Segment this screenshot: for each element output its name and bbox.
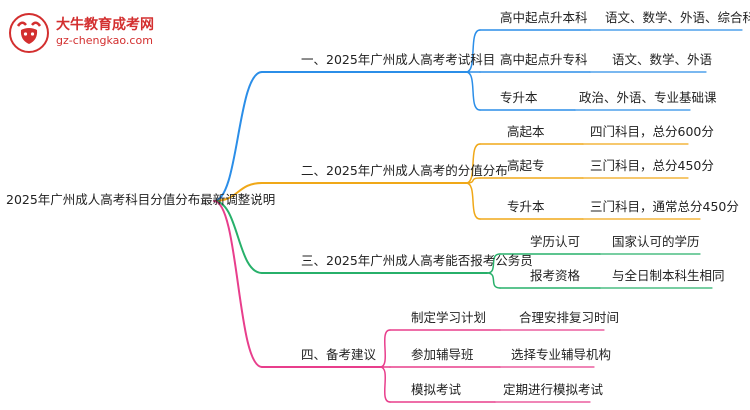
b2-child-2-label: 高起专 bbox=[507, 158, 545, 173]
b4-child-2-label: 参加辅导班 bbox=[411, 347, 474, 362]
branch-4-curve bbox=[213, 200, 263, 368]
branch-3-label: 三、2025年广州成人高考能否报考公务员 bbox=[301, 253, 533, 268]
site-logo: 大牛教育成考网 gz-chengkao.com bbox=[8, 12, 178, 56]
logo-url: gz-chengkao.com bbox=[56, 34, 153, 47]
b2-child-1-label: 高起本 bbox=[507, 124, 545, 139]
b3-child-1-leaf: 国家认可的学历 bbox=[612, 234, 700, 249]
bull-logo-icon bbox=[9, 13, 49, 53]
b1-child-1-label: 高中起点升本科 bbox=[500, 10, 588, 25]
b4-child-3-curve bbox=[379, 366, 391, 403]
b1-child-1-curve bbox=[465, 29, 481, 73]
b1-child-3-curve bbox=[465, 71, 481, 111]
b3-child-2-curve bbox=[486, 272, 501, 289]
b4-child-3-label: 模拟考试 bbox=[411, 382, 462, 397]
b2-child-1-curve bbox=[465, 143, 481, 184]
b1-child-3-label: 专升本 bbox=[500, 90, 538, 105]
b1-child-2-leaf: 语文、数学、外语 bbox=[612, 52, 713, 67]
b4-child-3-leaf: 定期进行模拟考试 bbox=[503, 382, 604, 397]
branch-4-label: 四、备考建议 bbox=[301, 347, 377, 362]
b1-child-3-leaf: 政治、外语、专业基础课 bbox=[579, 90, 717, 105]
b4-child-1-label: 制定学习计划 bbox=[411, 310, 487, 325]
b3-child-2-label: 报考资格 bbox=[530, 268, 581, 283]
b2-child-2-leaf: 三门科目，总分450分 bbox=[590, 158, 714, 173]
b2-child-3-label: 专升本 bbox=[507, 199, 545, 214]
b1-child-2-label: 高中起点升专科 bbox=[500, 52, 588, 67]
b3-child-1-curve bbox=[486, 253, 501, 274]
b1-child-1-leaf: 语文、数学、外语、综合科目 bbox=[605, 10, 750, 25]
b2-child-1-leaf: 四门科目，总分600分 bbox=[590, 124, 714, 139]
branch-1-label: 一、2025年广州成人高考考试科目 bbox=[301, 52, 496, 67]
branch-2-curve bbox=[213, 182, 263, 202]
b2-child-3-curve bbox=[465, 182, 481, 220]
b2-child-3-leaf: 三门科目，通常总分450分 bbox=[590, 199, 739, 214]
b3-child-1-label: 学历认可 bbox=[530, 234, 581, 249]
b4-child-1-curve bbox=[379, 329, 391, 368]
b4-child-2-leaf: 选择专业辅导机构 bbox=[511, 347, 612, 362]
b3-child-2-leaf: 与全日制本科生相同 bbox=[612, 268, 725, 283]
root-node: 2025年广州成人高考科目分值分布最新调整说明 bbox=[6, 192, 276, 207]
branch-1-curve bbox=[213, 71, 263, 202]
b4-child-1-leaf: 合理安排复习时间 bbox=[519, 310, 620, 325]
logo-title: 大牛教育成考网 bbox=[56, 17, 154, 33]
branch-2-label: 二、2025年广州成人高考的分值分布 bbox=[301, 163, 508, 178]
branch-3-curve bbox=[213, 200, 263, 274]
